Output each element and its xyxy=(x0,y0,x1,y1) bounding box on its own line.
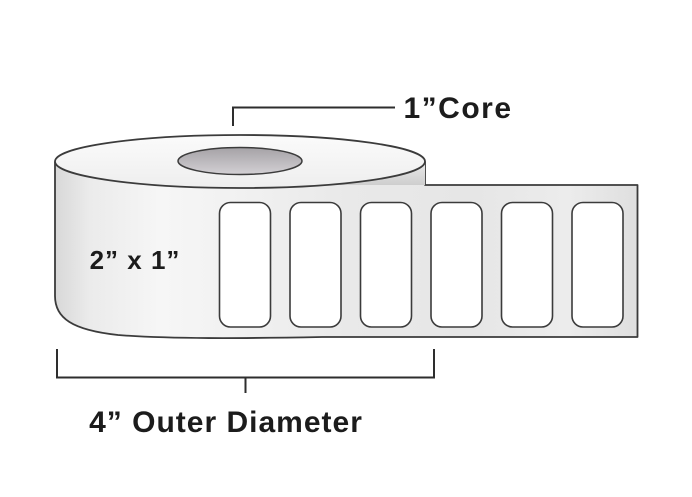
roll-core-ellipse xyxy=(177,146,303,176)
roll-and-strip-body xyxy=(54,161,639,339)
outer-diameter-label: 4” Outer Diameter xyxy=(89,406,363,439)
label-slot xyxy=(571,201,624,328)
outer-diameter-bracket xyxy=(56,349,435,393)
roll-rim-shading xyxy=(340,161,425,185)
core-callout-line xyxy=(232,106,395,126)
label-slot xyxy=(500,201,554,328)
core-dimension-label: 1”Core xyxy=(403,92,513,125)
label-slot xyxy=(218,201,272,328)
label-size-text: 2” x 1” xyxy=(89,245,181,275)
label-slot xyxy=(359,201,413,328)
label-slot xyxy=(289,201,342,328)
label-slot xyxy=(430,201,483,328)
